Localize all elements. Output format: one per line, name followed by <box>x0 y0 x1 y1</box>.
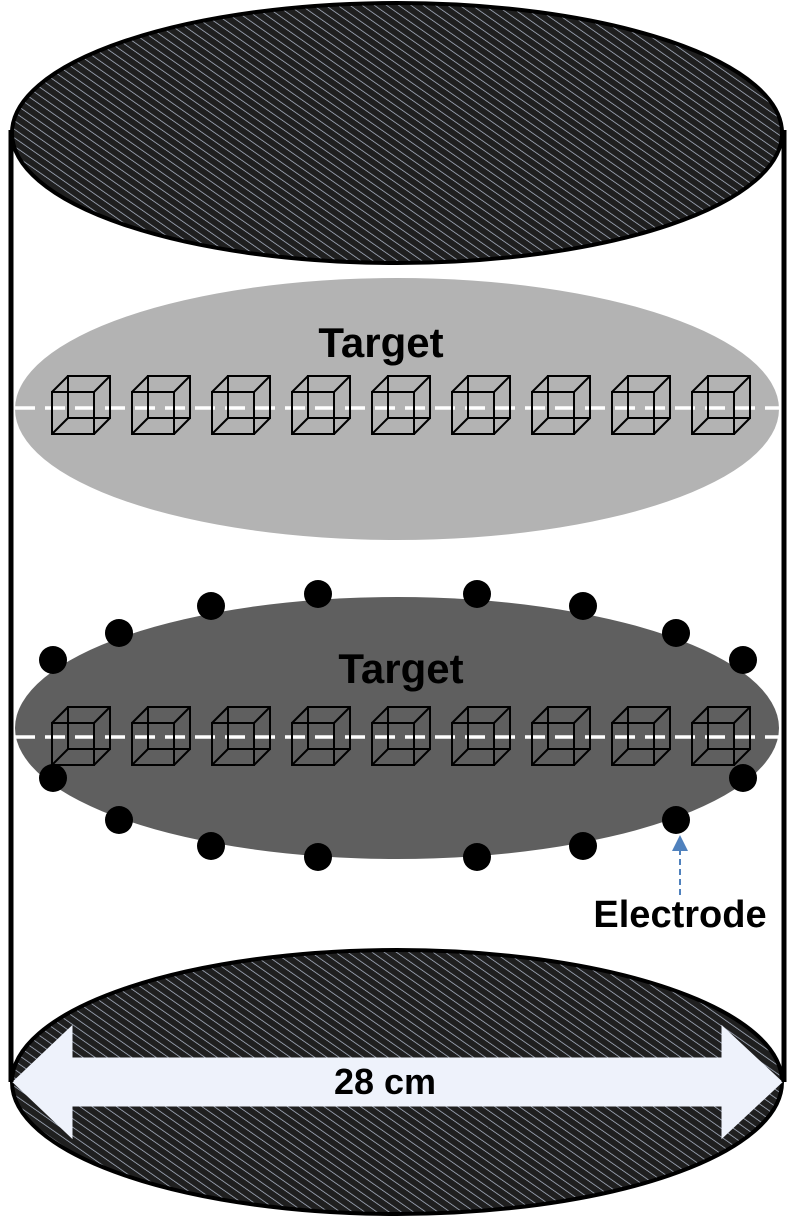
lower-cube-9 <box>691 706 751 766</box>
lower-cube-3 <box>211 706 271 766</box>
electrode-dot-2 <box>105 619 133 647</box>
lower-cube-1 <box>51 706 111 766</box>
electrode-dot-1 <box>39 646 67 674</box>
lower-cube-5 <box>371 706 431 766</box>
electrode-dot-16 <box>39 764 67 792</box>
electrode-dot-5 <box>463 580 491 608</box>
cube-row-lower <box>51 706 751 766</box>
upper-cube-1 <box>51 375 111 435</box>
target-label-lower: Target <box>338 645 463 692</box>
lower-cube-7 <box>531 706 591 766</box>
target-plane-upper <box>15 278 779 540</box>
target-plane-lower <box>15 597 779 859</box>
electrode-dot-3 <box>197 592 225 620</box>
diameter-label: 28 cm <box>334 1061 436 1102</box>
electrode-dot-15 <box>105 806 133 834</box>
electrode-ring <box>39 580 757 871</box>
upper-cube-9 <box>691 375 751 435</box>
electrode-dot-8 <box>729 646 757 674</box>
lower-cube-2 <box>131 706 191 766</box>
electrode-dot-7 <box>662 619 690 647</box>
upper-cube-4 <box>291 375 351 435</box>
lower-cube-6 <box>451 706 511 766</box>
lower-cube-4 <box>291 706 351 766</box>
electrode-dot-11 <box>569 832 597 860</box>
cube-row-upper <box>51 375 751 435</box>
upper-cube-3 <box>211 375 271 435</box>
upper-cube-8 <box>611 375 671 435</box>
upper-cube-2 <box>131 375 191 435</box>
electrode-label: Electrode <box>593 894 766 936</box>
lower-cube-8 <box>611 706 671 766</box>
target-label-upper: Target <box>318 319 443 366</box>
electrode-dot-6 <box>569 592 597 620</box>
electrode-dot-10 <box>662 806 690 834</box>
upper-cube-6 <box>451 375 511 435</box>
upper-cube-7 <box>531 375 591 435</box>
electrode-dot-13 <box>304 843 332 871</box>
top-cap <box>10 1 784 265</box>
electrode-dot-9 <box>729 764 757 792</box>
electrode-dot-14 <box>197 832 225 860</box>
electrode-dot-4 <box>304 580 332 608</box>
upper-cube-5 <box>371 375 431 435</box>
electrode-dot-12 <box>463 843 491 871</box>
